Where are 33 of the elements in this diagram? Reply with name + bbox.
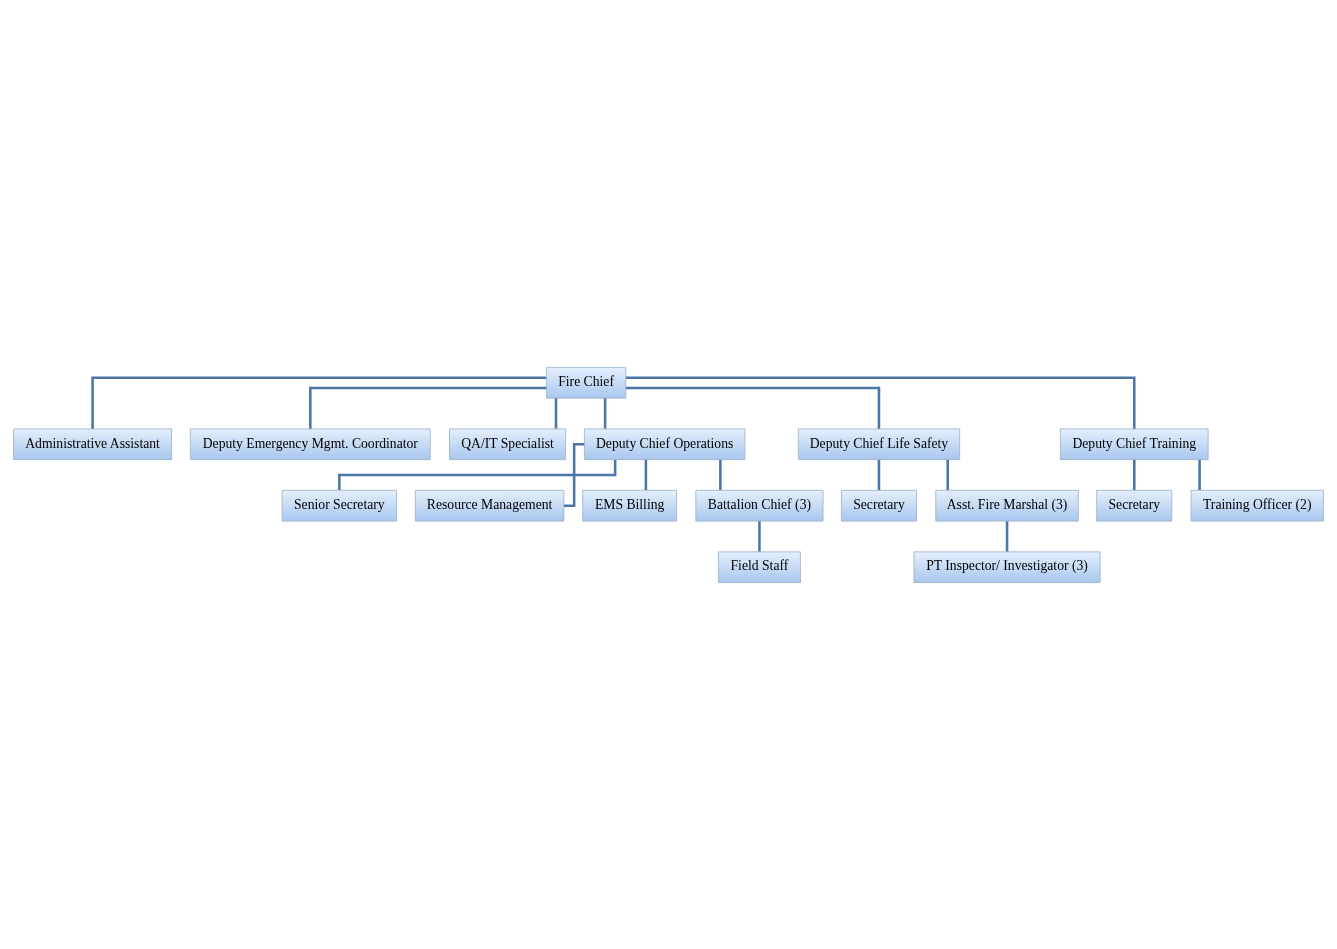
- connector: [91, 375, 547, 429]
- node-box: Senior Secretary: [281, 489, 397, 522]
- connector: [644, 459, 648, 490]
- connector: [877, 459, 881, 490]
- node-box: Deputy Chief Operations: [583, 427, 746, 460]
- connector: [1133, 459, 1136, 490]
- node-box: Asst. Fire Marshal (3): [935, 489, 1079, 522]
- node-box: Administrative Assistant: [13, 427, 172, 460]
- connector: [719, 459, 722, 490]
- connector: [625, 386, 881, 429]
- node-box: QA/IT Specialist: [449, 427, 567, 460]
- node-box: Field Staff: [718, 550, 801, 583]
- connector: [564, 442, 585, 507]
- connector: [309, 386, 547, 429]
- connector: [1005, 520, 1009, 551]
- connector: [625, 375, 1136, 429]
- node-box: Deputy Chief Training: [1060, 427, 1209, 460]
- connector: [554, 397, 558, 429]
- connector: [338, 459, 617, 490]
- connector: [1198, 459, 1201, 490]
- node-box: Deputy Emergency Mgmt. Coordinator: [189, 427, 431, 460]
- connector: [758, 520, 761, 551]
- node-box: Training Officer (2): [1190, 489, 1324, 522]
- node-box: Secretary: [840, 489, 917, 522]
- node-box: EMS Billing: [582, 489, 678, 522]
- connector: [946, 459, 949, 490]
- node-box: Battalion Chief (3): [695, 489, 824, 522]
- connector: [603, 397, 607, 429]
- node-box: Secretary: [1096, 489, 1173, 522]
- node-box: Deputy Chief Life Safety: [797, 427, 961, 460]
- node-box: PT Inspector/ Investigator (3): [913, 550, 1101, 583]
- node-box: Resource Management: [414, 489, 565, 522]
- node-box: Fire Chief: [545, 366, 627, 399]
